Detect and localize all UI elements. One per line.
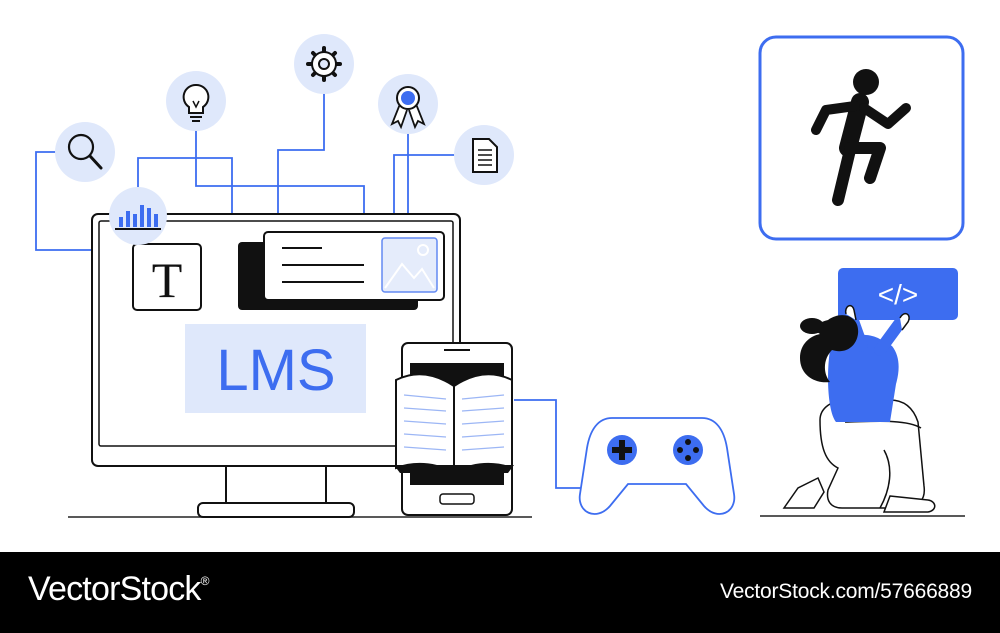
- brand-name: VectorStock: [28, 570, 201, 608]
- gear-icon: [294, 34, 354, 94]
- bar-chart-icon: [109, 187, 167, 245]
- image-placeholder-icon: [381, 237, 438, 293]
- document-icon: [454, 125, 514, 185]
- running-person-icon: [811, 69, 911, 206]
- code-sign: </>: [838, 268, 958, 320]
- lightbulb-icon: [166, 71, 226, 131]
- lms-illustration: T LMS: [35, 34, 965, 518]
- award-ribbon-icon: [378, 74, 438, 134]
- text-tile-glyph: T: [152, 252, 183, 308]
- connector-lines: [35, 85, 586, 489]
- code-sign-text: </>: [878, 279, 918, 310]
- lms-label-box: LMS: [185, 324, 366, 413]
- brand-registered-mark: ®: [200, 574, 210, 588]
- lms-label: LMS: [216, 338, 335, 403]
- footer-bar: VectorStock® VectorStock.com/57666889: [0, 552, 1000, 633]
- brand-logo: VectorStock®: [28, 570, 209, 609]
- search-icon: [55, 122, 115, 182]
- text-format-tile: T: [132, 243, 202, 311]
- open-book-icon: [394, 373, 514, 474]
- content-card: [238, 231, 445, 310]
- image-url: VectorStock.com/57666889: [719, 580, 972, 603]
- gamepad-icon: [578, 417, 736, 515]
- kneeling-person: [782, 304, 936, 513]
- running-person-tile: [758, 35, 965, 241]
